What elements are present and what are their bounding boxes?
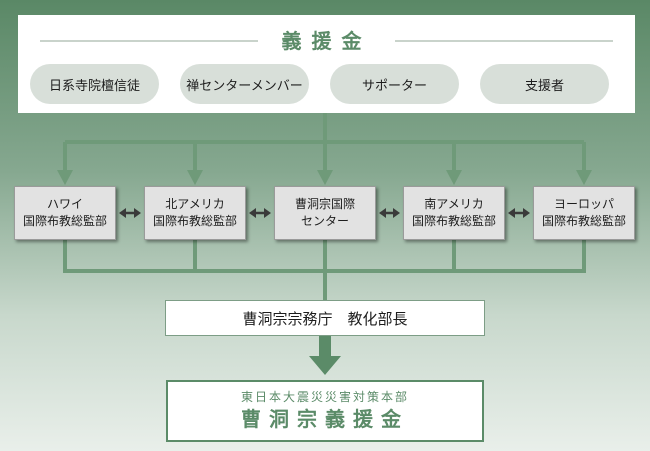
office-international-center-line1: 曹洞宗国際: [294, 197, 355, 211]
office-international-center-line2: センター: [300, 214, 349, 228]
office-double-arrows: [119, 208, 530, 218]
office-hawaii: ハワイ 国際布教総監部: [14, 186, 116, 240]
donor-group-temple-members: 日系寺院檀信徒: [30, 64, 159, 104]
donor-box: 義援金 日系寺院檀信徒 禅センターメンバー サポーター 支援者: [18, 15, 635, 113]
office-arrow-head-3: [446, 170, 462, 185]
donor-group-zen-center-members: 禅センターメンバー: [180, 64, 309, 104]
double-arrow-3: [508, 208, 530, 218]
donor-distribution-lines: [65, 113, 584, 144]
office-europe-line1: ヨーロッパ: [553, 197, 614, 211]
office-europe: ヨーロッパ 国際布教総監部: [533, 186, 635, 240]
title-rule-right: [395, 40, 613, 42]
office-arrow-head-2: [317, 170, 333, 185]
office-international-center: 曹洞宗国際 センター: [274, 186, 376, 240]
donor-group-contributors: 支援者: [480, 64, 609, 104]
director-to-fund-arrow: [309, 336, 341, 375]
title-rule-left: [40, 40, 258, 42]
office-europe-line2: 国際布教総監部: [541, 214, 626, 228]
relief-fund-title: 曹洞宗義援金: [241, 407, 409, 431]
office-hawaii-line2: 国際布教総監部: [22, 214, 107, 228]
office-arrow-head-4: [576, 170, 592, 185]
director-box: 曹洞宗宗務庁 教化部長: [165, 300, 485, 336]
office-south-america-line2: 国際布教総監部: [411, 214, 496, 228]
office-down-arrows: [57, 142, 592, 185]
office-south-america-line1: 南アメリカ: [424, 197, 484, 211]
office-north-america: 北アメリカ 国際布教総監部: [144, 186, 246, 240]
donor-title-row: 義援金: [18, 29, 635, 53]
relief-fund-box: 東日本大震災災害対策本部 曹洞宗義援金: [166, 380, 484, 442]
double-arrow-0: [119, 208, 141, 218]
donor-group-supporters: サポーター: [330, 64, 459, 104]
office-collect-lines: [63, 240, 586, 300]
relief-fund-subtitle: 東日本大震災災害対策本部: [240, 390, 409, 404]
office-arrow-head-0: [57, 170, 73, 185]
office-south-america: 南アメリカ 国際布教総監部: [403, 186, 505, 240]
double-arrow-2: [379, 208, 400, 218]
office-north-america-line2: 国際布教総監部: [152, 214, 237, 228]
double-arrow-1: [249, 208, 271, 218]
office-hawaii-line1: ハワイ: [46, 197, 83, 211]
donor-title: 義援金: [281, 29, 372, 53]
office-north-america-line1: 北アメリカ: [165, 197, 225, 211]
office-arrow-head-1: [187, 170, 203, 185]
